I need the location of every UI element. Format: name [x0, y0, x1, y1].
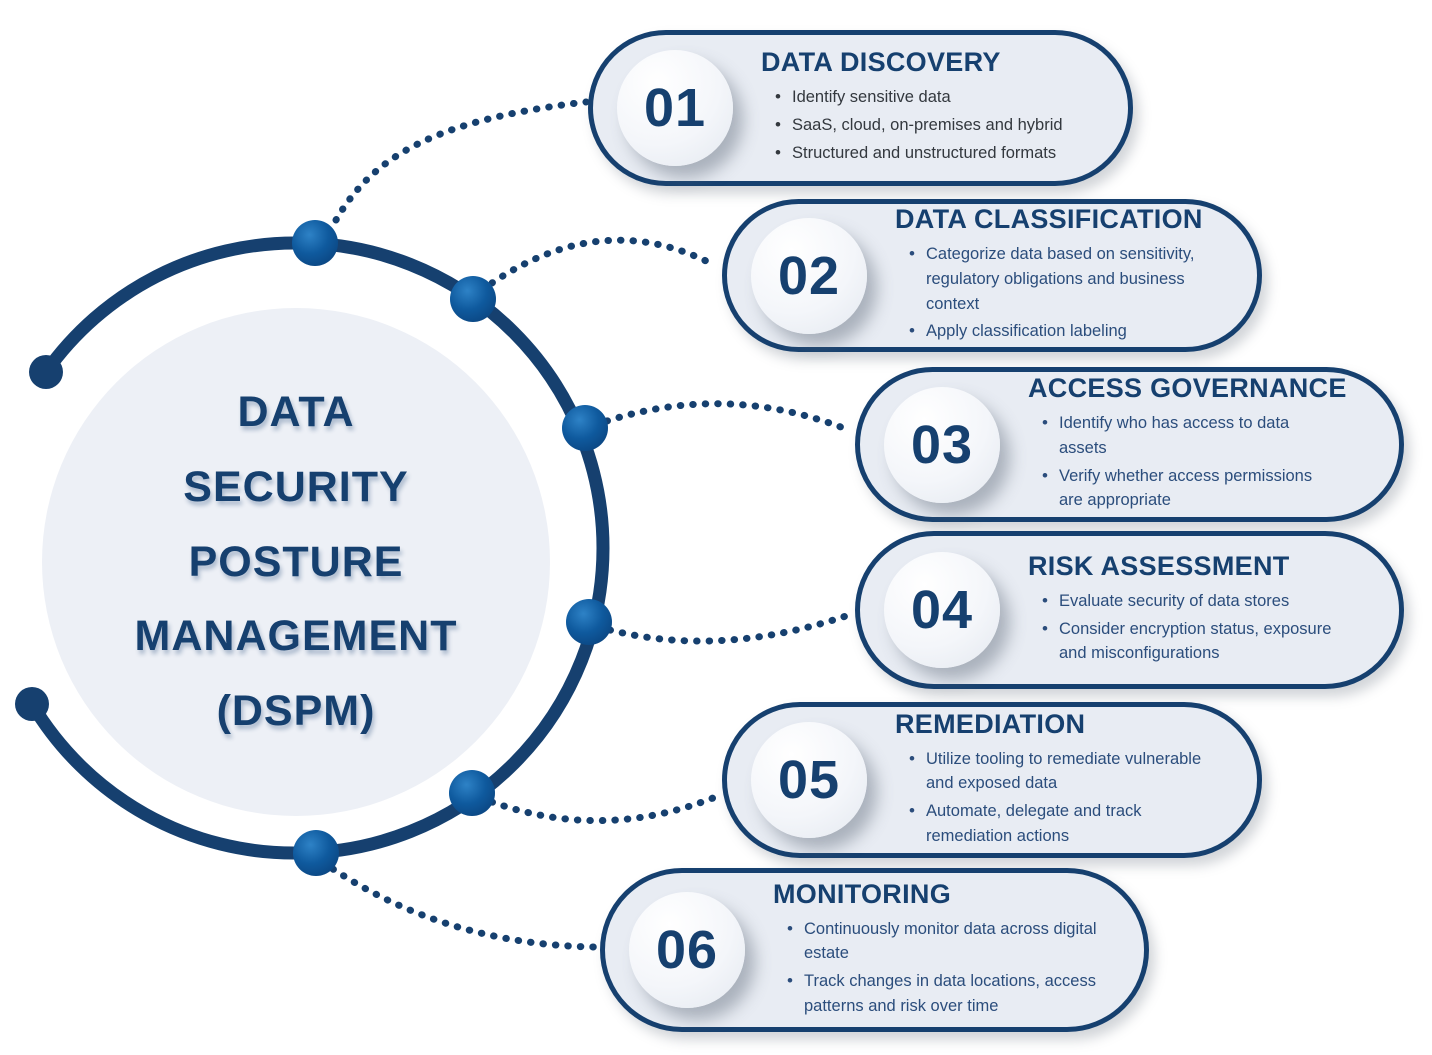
card-number-badge: 04	[884, 552, 1000, 668]
card-title: ACCESS GOVERNANCE	[1028, 373, 1347, 403]
card-title: DATA DISCOVERY	[761, 47, 1001, 78]
bullet-list: Continuously monitor data across digital…	[773, 916, 1118, 1022]
card-data-classification: 02 DATA CLASSIFICATION Categorize data b…	[722, 199, 1262, 352]
ring-arc	[26, 236, 610, 860]
card-number-badge: 06	[629, 892, 745, 1008]
bullet-item: SaaS, cloud, on-premises and hybrid	[771, 112, 1102, 138]
card-access-governance: 03 ACCESS GOVERNANCE Identify who has ac…	[855, 367, 1404, 522]
card-number-badge: 05	[751, 722, 867, 838]
card-number: 05	[777, 750, 841, 810]
card-content: REMEDIATION Utilize tooling to remediate…	[867, 703, 1257, 858]
center-circle: DATA SECURITY POSTURE MANAGEMENT (DSPM)	[42, 308, 550, 816]
ring-endpoint-dot-bottom	[15, 687, 49, 721]
card-number: 03	[910, 414, 974, 475]
card-number: 02	[777, 245, 841, 306]
card-number-badge: 01	[617, 50, 733, 166]
dotted-connector-5	[488, 792, 722, 825]
card-monitoring: 06 MONITORING Continuously monitor data …	[600, 868, 1149, 1032]
dotted-connector-1	[332, 98, 590, 224]
bullet-list: Identify sensitive data SaaS, cloud, on-…	[761, 84, 1102, 168]
card-content: DATA DISCOVERY Identify sensitive data S…	[733, 41, 1128, 174]
bullet-item: Track changes in data locations, access …	[783, 968, 1118, 1019]
bullet-list: Evaluate security of data stores Conside…	[1028, 588, 1373, 669]
ring-node-6	[293, 830, 339, 876]
card-number: 06	[655, 920, 719, 980]
card-number: 04	[910, 580, 974, 640]
ring-node-5	[449, 770, 495, 816]
bullet-item: Evaluate security of data stores	[1038, 588, 1373, 614]
card-number: 01	[643, 78, 707, 138]
bullet-item: Automate, delegate and track remediation…	[905, 798, 1231, 849]
card-title: MONITORING	[773, 878, 951, 909]
card-remediation: 05 REMEDIATION Utilize tooling to remedi…	[722, 702, 1262, 858]
bullet-item: Utilize tooling to remediate vulnerable …	[905, 746, 1231, 797]
bullet-list: Identify who has access to data assets V…	[1028, 410, 1373, 516]
ring-endpoint-dot-top	[29, 355, 63, 389]
bullet-item: Verify whether access permissions are ap…	[1038, 463, 1373, 514]
card-title: RISK ASSESSMENT	[1028, 550, 1290, 581]
dotted-connector-6	[329, 865, 600, 951]
bullet-list: Categorize data based on sensitivity, re…	[895, 241, 1231, 347]
ring-node-1	[292, 220, 338, 266]
card-number-badge: 02	[751, 217, 867, 334]
bullet-item: Identify who has access to data assets	[1038, 410, 1373, 461]
dotted-connector-4	[606, 611, 853, 645]
card-title: REMEDIATION	[895, 708, 1086, 739]
dotted-connector-2	[488, 236, 720, 287]
ring-node-2	[450, 276, 496, 322]
card-content: RISK ASSESSMENT Evaluate security of dat…	[1000, 545, 1399, 675]
card-content: ACCESS GOVERNANCE Identify who has acces…	[1000, 367, 1399, 522]
ring-node-4	[566, 599, 612, 645]
ring-node-3	[562, 405, 608, 451]
main-title: DATA SECURITY POSTURE MANAGEMENT (DSPM)	[134, 387, 458, 736]
bullet-item: Consider encryption status, exposure and…	[1038, 616, 1373, 667]
bullet-item: Structured and unstructured formats	[771, 140, 1102, 166]
dotted-connector-3	[603, 400, 855, 435]
card-content: MONITORING Continuously monitor data acr…	[745, 873, 1144, 1028]
card-risk-assessment: 04 RISK ASSESSMENT Evaluate security of …	[855, 531, 1404, 689]
card-content: DATA CLASSIFICATION Categorize data base…	[867, 198, 1257, 353]
bullet-item: Categorize data based on sensitivity, re…	[905, 241, 1231, 316]
bullet-item: Apply classification labeling	[905, 318, 1231, 344]
card-title: DATA CLASSIFICATION	[895, 204, 1203, 234]
bullet-item: Identify sensitive data	[771, 84, 1102, 110]
bullet-list: Utilize tooling to remediate vulnerable …	[895, 746, 1231, 852]
card-number-badge: 03	[884, 386, 1000, 503]
card-data-discovery: 01 DATA DISCOVERY Identify sensitive dat…	[588, 30, 1133, 186]
bullet-item: Continuously monitor data across digital…	[783, 916, 1118, 967]
